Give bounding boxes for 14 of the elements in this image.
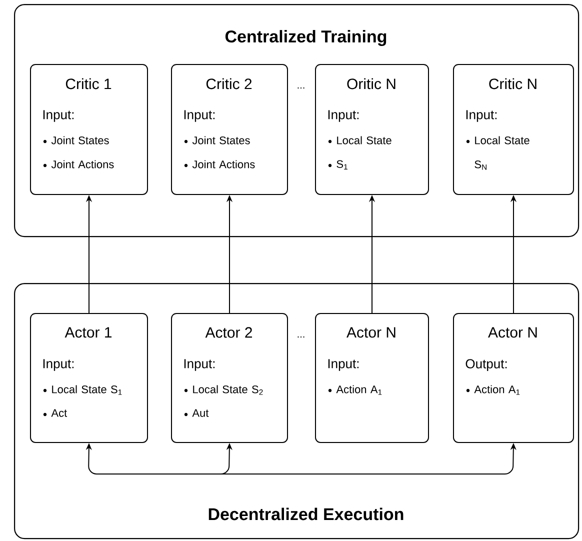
panel-heading: Decentralized Execution: [208, 508, 404, 520]
critic-box: Critic 1 Input: Joint States Joint Actions: [30, 64, 148, 195]
ellipsis: ...: [298, 336, 304, 338]
actor-box: Actor 1 Input: Local State S$_{1}$ Act: [30, 313, 148, 443]
panel: [14, 283, 580, 540]
actor-box: Actor N Output: Action A$_{1}$: [453, 313, 574, 443]
critic-box: Critic N Input: Local State S$_{N}$: [453, 64, 574, 195]
panel-heading: Centralized Training: [225, 30, 386, 46]
actor-box: Actor N Input: Action A$_{1}$: [315, 313, 429, 443]
critic-box: Critic 2 Input: Joint States Joint Actions: [171, 64, 288, 195]
actor-box: Actor 2 Input: Local State S$_{2}$ Aut: [171, 313, 288, 443]
critic-box: Oritic N Input: Local State S$_{1}$: [315, 64, 429, 195]
panel: [14, 4, 580, 238]
ellipsis: ...: [298, 87, 304, 89]
